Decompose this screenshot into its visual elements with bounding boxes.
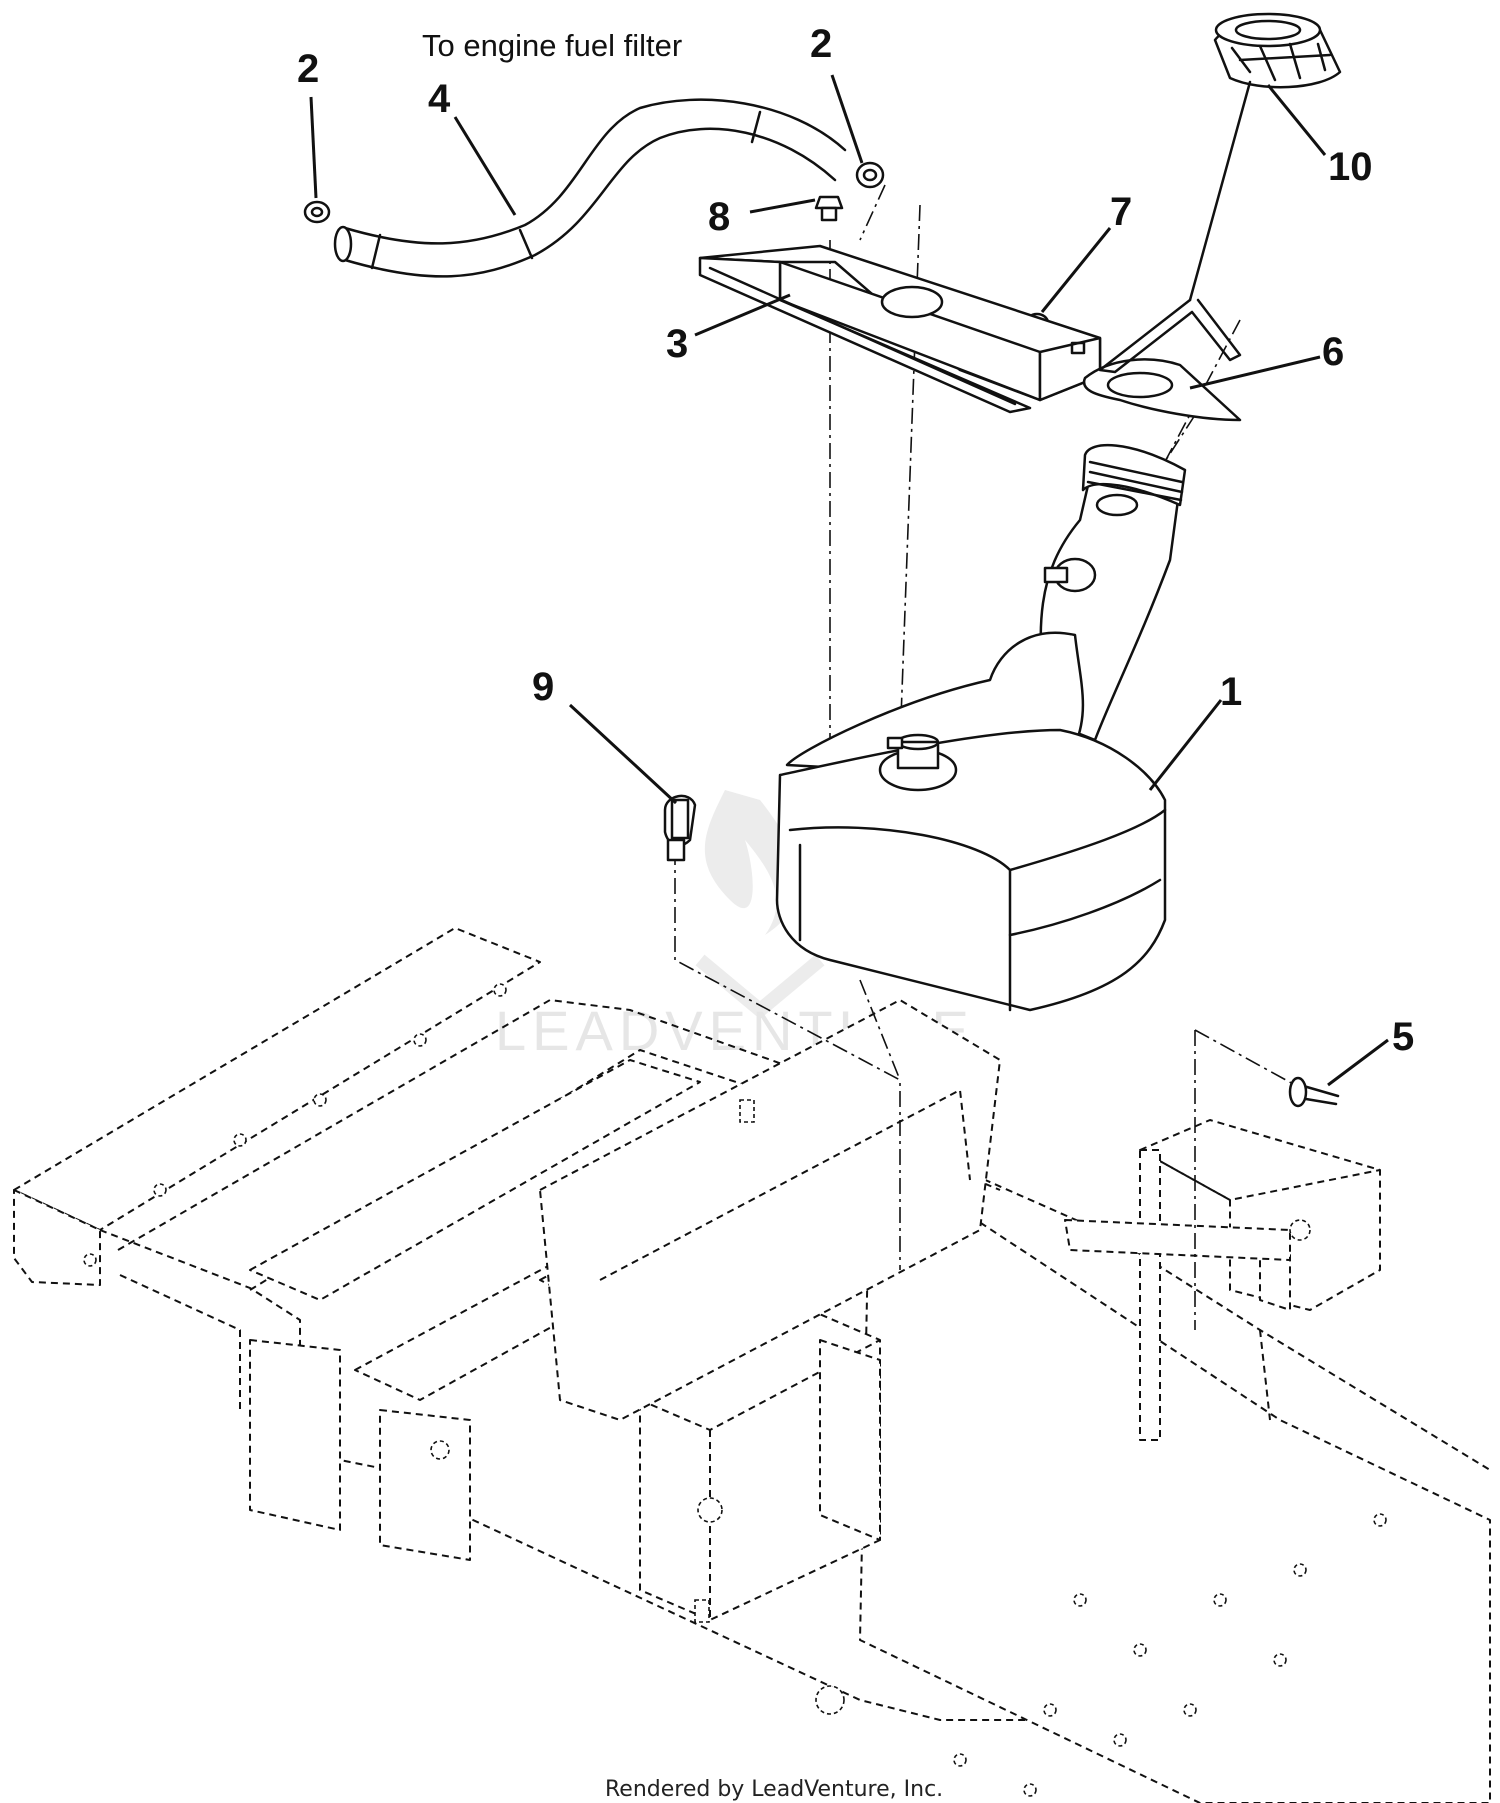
callout-number: 6 (1322, 330, 1344, 374)
footer-credit: Rendered by LeadVenture, Inc. (605, 1777, 943, 1802)
hose-clamp-left (303, 200, 331, 224)
callout-number: 7 (1110, 190, 1132, 234)
carriage-bolt (1288, 1076, 1340, 1108)
callout-number: 8 (708, 195, 730, 239)
clip (663, 794, 697, 862)
callout-9: 9 (532, 665, 678, 805)
callout-number: 9 (532, 665, 554, 709)
hose-clamp-right (855, 161, 885, 189)
callout-number: 1 (1220, 670, 1242, 714)
callout-number: 5 (1392, 1015, 1414, 1059)
callout-number: 3 (666, 322, 688, 366)
fuel-cap (1098, 12, 1342, 374)
callout-7: 7 (1040, 190, 1132, 313)
callout-2-right: 2 (810, 22, 864, 164)
callout-8: 8 (708, 195, 816, 239)
callout-10: 10 (1266, 84, 1373, 189)
fuel-filter-caption: To engine fuel filter (422, 28, 682, 63)
callout-number: 2 (297, 47, 319, 91)
gasket (1082, 358, 1242, 422)
callout-6: 6 (1189, 330, 1344, 390)
screw (814, 195, 844, 222)
fuel-hose (333, 98, 847, 278)
callout-1: 1 (1148, 670, 1242, 791)
callout-number: 10 (1328, 145, 1373, 189)
callout-5: 5 (1327, 1015, 1414, 1087)
callout-number: 2 (810, 22, 832, 66)
fuel-tank (775, 444, 1187, 1012)
callout-3: 3 (666, 293, 791, 366)
tank-bracket (698, 244, 1102, 414)
chassis-frame (13, 927, 1491, 1803)
callout-number: 4 (428, 77, 451, 121)
callout-4: 4 (428, 77, 517, 216)
callout-2-left: 2 (297, 47, 319, 199)
